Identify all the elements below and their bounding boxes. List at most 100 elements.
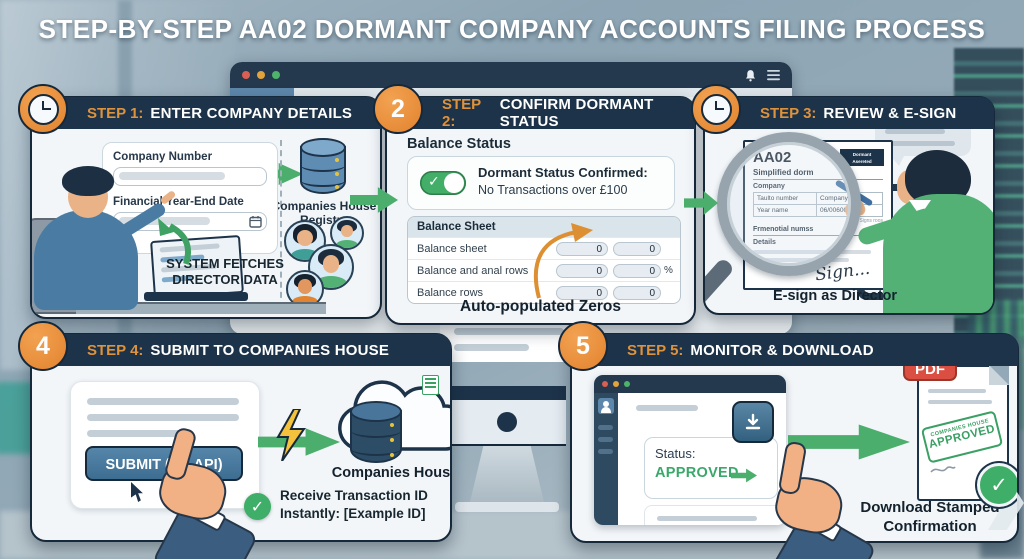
balance-sheet-table: Balance Sheet Balance sheet 0 0 Balance … <box>407 216 681 304</box>
submit-form-card: SUBMIT (via API) <box>70 381 260 509</box>
progress-segment <box>230 88 294 97</box>
traffic-light-red-icon <box>602 381 608 387</box>
browser-toolbar <box>230 88 792 97</box>
value-field[interactable]: 0 <box>556 263 608 278</box>
traffic-light-green-icon <box>624 381 630 387</box>
pointing-hand <box>742 440 882 559</box>
company-details-form: Company Number Financial Year-End Date <box>102 142 278 254</box>
table-row: Balance and anal rows 0 0 % <box>408 259 680 281</box>
system-fetches-note: SYSTEM FETCHES DIRECTOR DATA <box>166 256 284 288</box>
year-end-date-label: Financial Year-End Date <box>113 196 244 208</box>
step2-label: STEP 2: <box>442 96 481 130</box>
step1-panel: Company Number Financial Year-End Date <box>18 84 382 319</box>
company-number-label: Company Number <box>113 151 213 163</box>
cloud-database-icon <box>350 401 402 463</box>
transaction-id-note: Receive Transaction ID Instantly: [Examp… <box>280 488 428 521</box>
download-icon <box>745 413 761 430</box>
table-header: Balance Sheet <box>408 217 680 237</box>
value-field[interactable]: 0 <box>613 263 661 278</box>
value-field[interactable]: 0 <box>613 285 661 300</box>
status-card: Status: APPROVED <box>644 437 778 499</box>
calendar-icon <box>249 216 262 228</box>
step2-number-badge: 2 <box>373 84 423 134</box>
traffic-light-red-icon <box>242 71 250 79</box>
table-row: Balance rows 0 0 <box>408 281 680 303</box>
lightning-icon <box>276 409 306 461</box>
step4-title: SUBMIT TO COMPANIES HOUSE <box>150 341 390 359</box>
step4-panel: SUBMIT (via API) Companies House ✓ Recei… <box>18 321 452 542</box>
monitor-bezel <box>448 400 566 446</box>
confirmation-title: Dormant Status Confirmed: <box>478 165 648 180</box>
value-field[interactable]: 0 <box>556 241 608 256</box>
company-number-input[interactable] <box>113 167 267 186</box>
user-icon[interactable] <box>598 398 614 414</box>
cursor-icon <box>131 482 143 502</box>
section-divider <box>280 140 282 308</box>
dormant-confirmation-box: ✓ Dormant Status Confirmed: No Transacti… <box>407 156 675 210</box>
step1-clock-badge <box>18 84 68 134</box>
pointing-hand <box>118 426 268 559</box>
step3-panel: AA02 Dormant Asereted Simplified dorm Co… <box>691 84 995 315</box>
director-avatar <box>308 244 354 290</box>
status-browser-window: Status: APPROVED <box>594 375 786 525</box>
clock-icon <box>27 93 59 125</box>
result-card <box>644 505 786 525</box>
signature-squiggle <box>930 466 956 473</box>
magnifier-icon <box>717 132 861 276</box>
balance-status-heading: Balance Status <box>407 136 511 152</box>
step2-title: CONFIRM DORMANT STATUS <box>499 96 654 130</box>
approved-stamp: COMPANIES HOUSE APPROVED <box>920 410 1004 464</box>
monitor-logo <box>497 412 517 432</box>
step3-title: REVIEW & E-SIGN <box>823 104 957 122</box>
step5-number-badge: 5 <box>558 321 608 371</box>
mini-browser-bar <box>594 375 786 393</box>
value-field[interactable]: 0 <box>613 241 661 256</box>
clock-icon <box>700 93 732 125</box>
confirmation-subtitle: No Transactions over £100 <box>478 183 628 197</box>
companies-house-label: Companies House <box>331 465 450 481</box>
table-row: Balance sheet 0 0 <box>408 237 680 259</box>
status-value: APPROVED <box>655 465 739 481</box>
step5-panel: Status: APPROVED PDF <box>558 321 1019 543</box>
document-icon <box>422 375 439 395</box>
page-fold <box>989 365 1009 385</box>
download-caption: Download Stamped Confirmation <box>860 499 1000 535</box>
check-icon: ✓ <box>977 463 1017 507</box>
step3-clock-badge <box>691 84 741 134</box>
value-field[interactable]: 0 <box>556 285 608 300</box>
step5-title: MONITOR & DOWNLOAD <box>690 341 874 359</box>
esign-caption: E-sign as Director <box>772 288 898 304</box>
step5-label: STEP 5: <box>627 341 684 359</box>
fetch-arrow-icon <box>158 218 191 265</box>
director-avatar <box>284 220 326 262</box>
form-small-note: Signs roos <box>859 218 883 224</box>
menu-icon[interactable] <box>767 69 780 81</box>
step2-panel: Balance Status ✓ Dormant Status Confirme… <box>373 84 696 325</box>
check-icon: ✓ <box>428 174 440 190</box>
traffic-light-yellow-icon <box>613 381 619 387</box>
auto-populate-arrow-icon <box>533 223 593 299</box>
check-icon: ✓ <box>244 493 271 520</box>
monitor-base <box>455 502 559 512</box>
browser-title-bar <box>230 62 792 88</box>
step4-number-badge: 4 <box>18 321 68 371</box>
step4-label: STEP 4: <box>87 341 144 359</box>
mini-sidebar <box>594 393 618 525</box>
step1-title: ENTER COMPANY DETAILS <box>150 104 353 122</box>
director-avatar <box>286 270 324 308</box>
monitor-bottom-strip <box>448 386 566 400</box>
dormant-accounts-badge: Dormant Asereted <box>840 149 884 166</box>
bell-icon[interactable] <box>744 69 757 82</box>
step3-label: STEP 3: <box>760 104 817 122</box>
dormant-toggle[interactable]: ✓ <box>420 171 466 195</box>
download-button[interactable] <box>732 401 774 443</box>
traffic-light-green-icon <box>272 71 280 79</box>
traffic-light-yellow-icon <box>257 71 265 79</box>
stamped-pdf-document: PDF COMPANIES HOUSE APPROVED ✓ <box>903 354 1017 507</box>
auto-populated-note: Auto-populated Zeros <box>459 298 622 315</box>
status-label: Status: <box>655 446 696 461</box>
database-icon <box>300 138 346 194</box>
step1-label: STEP 1: <box>87 104 144 122</box>
monitor-stand <box>470 446 544 502</box>
